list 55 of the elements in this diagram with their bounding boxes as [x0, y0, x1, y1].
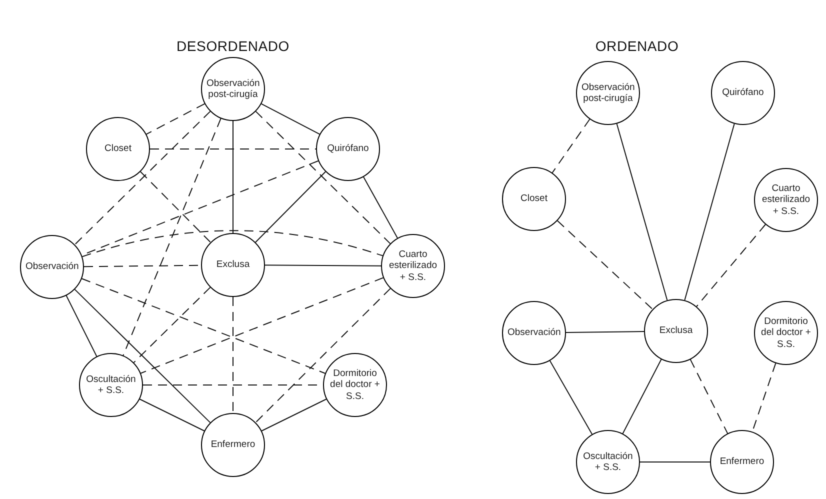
room-circle [644, 299, 708, 363]
connector-line [549, 360, 593, 435]
room-name: Dormitorio del doctor + S.S. [329, 368, 381, 402]
connector-line [255, 171, 326, 243]
dashed-connector [81, 278, 326, 374]
connector-line [66, 295, 98, 357]
room-name: Enfermero [720, 456, 764, 468]
dashed-connector [150, 148, 316, 150]
room-name: Closet [104, 143, 132, 155]
room-circle [201, 57, 265, 121]
room-circle [201, 413, 265, 477]
room-name: Enfermero [210, 439, 256, 451]
dashed-connector [232, 296, 234, 414]
connector-line [264, 264, 382, 266]
connector-line [232, 120, 234, 234]
room-name: Oscultación + S.S. [85, 374, 137, 396]
connector-line [684, 123, 735, 301]
dashed-connector [255, 110, 391, 244]
room-name: Observación post-cirugía [206, 78, 260, 100]
room-name: Observación post-cirugía [582, 82, 634, 104]
room-name: Oscultación + S.S. [582, 450, 634, 474]
connector-line [260, 103, 320, 135]
dashed-connector [552, 118, 590, 174]
connector-line [74, 288, 211, 424]
room-circle [201, 233, 265, 297]
connector-line [363, 176, 398, 239]
dashed-connector [82, 230, 384, 258]
room-name: Quirófano [327, 143, 369, 155]
connector-line [616, 123, 668, 301]
room-name: Exclusa [659, 325, 693, 337]
room-name: Closet [520, 193, 548, 205]
room-name: Observación [508, 327, 560, 339]
connector-line [261, 398, 327, 432]
dashed-connector [696, 224, 766, 307]
dashed-connector [556, 220, 654, 310]
room-name: Quirófano [722, 87, 764, 99]
connector-line [622, 358, 662, 434]
room-name: Observación [26, 261, 78, 273]
dashed-connector [140, 277, 384, 374]
room-name: Cuarto esterilizado + S.S. [760, 182, 812, 218]
connector-line [139, 398, 205, 432]
dashed-connector [255, 288, 391, 423]
room-name: Exclusa [216, 259, 250, 271]
dashed-connector [146, 103, 206, 135]
dashed-connector [690, 359, 728, 434]
dashed-connector [122, 118, 222, 356]
room-name: Cuarto esterilizado + S.S. [388, 248, 438, 284]
diagram-heading: ORDENADO [595, 38, 679, 54]
dashed-connector [133, 286, 211, 364]
connector-line [566, 330, 644, 334]
diagram-heading: DESORDENADO [176, 38, 290, 54]
dashed-connector [140, 171, 211, 243]
room-circle [20, 235, 84, 299]
room-name: Dormitorio del doctor + S.S. [760, 316, 812, 350]
dashed-connector [74, 110, 211, 246]
